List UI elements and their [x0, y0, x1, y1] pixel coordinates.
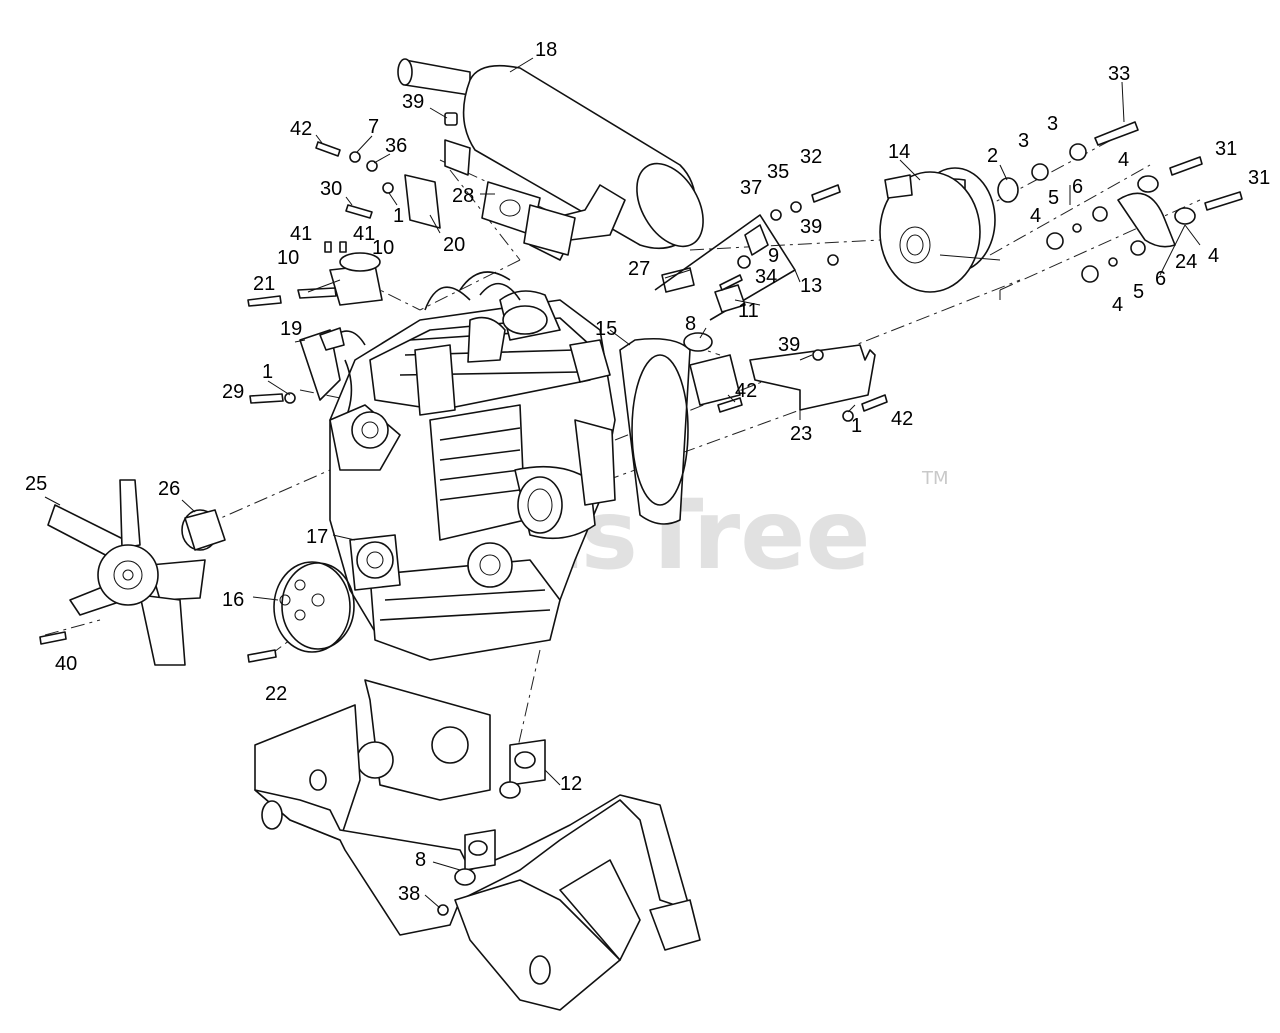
callout-29: 29: [222, 381, 244, 403]
callout-41-left: 41: [290, 223, 312, 245]
callout-8-top: 8: [685, 313, 696, 335]
solenoid: [297, 241, 383, 306]
callout-22: 22: [265, 683, 287, 705]
callout-24: 24: [1175, 251, 1197, 273]
callout-38: 38: [398, 883, 420, 905]
right-hardware: [997, 121, 1243, 283]
callout-13: 13: [800, 275, 822, 297]
callout-37: 37: [740, 177, 762, 199]
belt-bracket: [717, 344, 888, 422]
callout-36: 36: [385, 135, 407, 157]
callout-5-bottom: 5: [1133, 281, 1144, 303]
callout-17: 17: [306, 526, 328, 548]
callout-27: 27: [628, 258, 650, 280]
callout-10-right: 10: [372, 237, 394, 259]
callout-42-right: 42: [891, 408, 913, 430]
callout-19: 19: [280, 318, 302, 340]
callout-34: 34: [755, 266, 777, 288]
callout-20: 20: [443, 234, 465, 256]
callout-40: 40: [55, 653, 77, 675]
callout-4-top: 4: [1118, 149, 1129, 171]
callout-4-mid: 4: [1030, 205, 1041, 227]
callout-25: 25: [25, 473, 47, 495]
callout-4-bottom: 4: [1112, 294, 1123, 316]
callout-42-left: 42: [735, 380, 757, 402]
upper-left-hardware: [315, 112, 458, 219]
callout-6-top: 6: [1072, 176, 1083, 198]
electric-clutch: [879, 167, 996, 293]
callout-32: 32: [800, 146, 822, 168]
callout-9: 9: [768, 245, 779, 267]
callout-39: 39: [402, 91, 424, 113]
callout-3-right: 3: [1047, 113, 1058, 135]
callout-15: 15: [595, 318, 617, 340]
callout-21: 21: [253, 273, 275, 295]
callout-numbers: 18 39 42 7 36 30 1 28 20 41 41 10 10 21 …: [25, 39, 1270, 905]
cooling-fan: [47, 479, 206, 666]
leader-lines: [44, 57, 1201, 909]
callout-23: 23: [790, 423, 812, 445]
callout-7: 7: [368, 116, 379, 138]
callout-26: 26: [158, 478, 180, 500]
callout-39-right: 39: [800, 216, 822, 238]
callout-11: 11: [738, 300, 759, 322]
mount-plate: [619, 332, 741, 525]
crank-pulley: [273, 561, 355, 653]
callout-1-right: 1: [851, 415, 862, 437]
callout-41-right: 41: [353, 223, 375, 245]
callout-8-bottom: 8: [415, 849, 426, 871]
callout-1: 1: [393, 205, 404, 227]
callout-42: 42: [290, 118, 312, 140]
muffler: [397, 58, 704, 261]
engine-mount-frame: [254, 679, 701, 1011]
callout-31-bottom: 31: [1248, 167, 1270, 189]
fan-spacer: [181, 509, 226, 551]
callout-16: 16: [222, 589, 244, 611]
callout-39-bracket: 39: [778, 334, 800, 356]
callout-10-left: 10: [277, 247, 299, 269]
engine-block: [299, 271, 616, 661]
callout-2: 2: [987, 145, 998, 167]
callout-6-bottom: 6: [1155, 268, 1166, 290]
watermark-trademark: TM: [921, 468, 949, 489]
callout-3-left: 3: [1018, 130, 1029, 152]
callout-28: 28: [452, 185, 474, 207]
loose-bolts: [39, 295, 345, 663]
callout-18: 18: [535, 39, 557, 61]
callout-5-top: 5: [1048, 187, 1059, 209]
callout-35: 35: [767, 161, 789, 183]
callout-12: 12: [560, 773, 582, 795]
callout-30: 30: [320, 178, 342, 200]
callout-31-top: 31: [1215, 138, 1237, 160]
bracket-parts: [654, 184, 841, 321]
callout-4-right: 4: [1208, 245, 1219, 267]
callout-33: 33: [1108, 63, 1130, 85]
callout-1-mid: 1: [262, 361, 273, 383]
callout-14: 14: [888, 141, 910, 163]
